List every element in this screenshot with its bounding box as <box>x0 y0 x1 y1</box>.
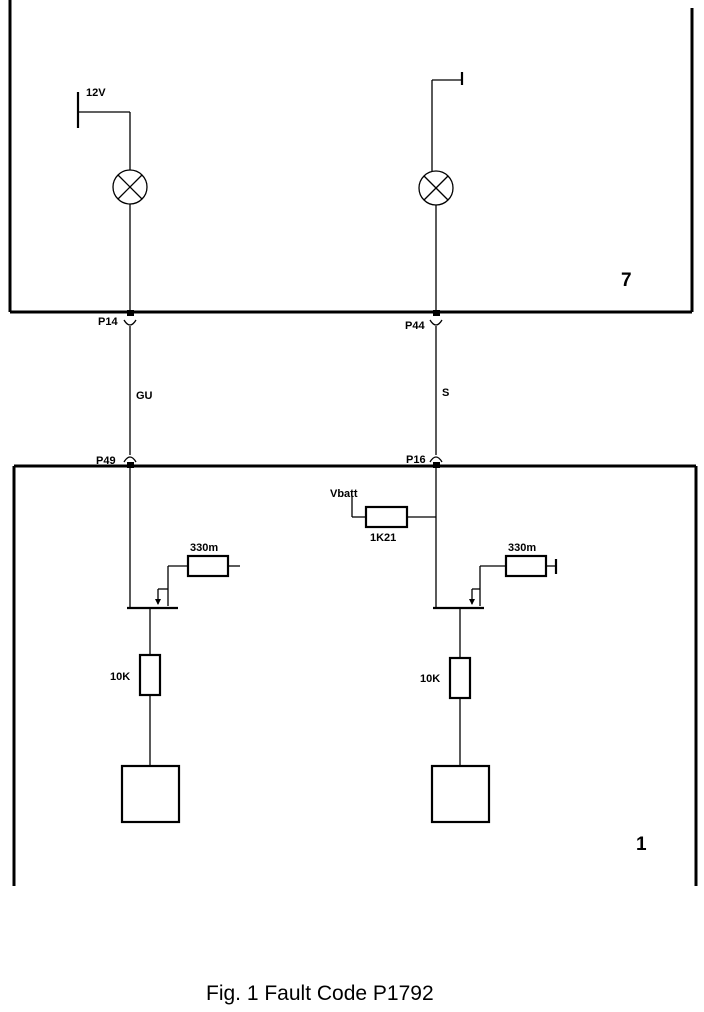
figure-caption: Fig. 1 Fault Code P1792 <box>206 982 434 1005</box>
module-1-outline <box>12 464 698 886</box>
right-lamp-circuit <box>418 72 464 312</box>
label-330m-right: 330m <box>508 542 536 554</box>
label-gu: GU <box>136 390 153 402</box>
module-1-number: 1 <box>636 834 647 855</box>
label-12v: 12V <box>86 87 106 99</box>
resistor-10k-right-icon <box>448 656 472 700</box>
label-10k-left: 10K <box>110 671 130 683</box>
connector-p44-icon <box>429 310 443 326</box>
label-p44: P44 <box>405 320 425 332</box>
lamp-left-icon <box>112 169 148 205</box>
resistor-330m-left-icon <box>186 554 230 578</box>
lamp-right-icon <box>418 170 454 206</box>
label-1k21: 1K21 <box>370 532 396 544</box>
resistor-10k-left-icon <box>138 653 162 697</box>
control-block-left <box>120 764 181 824</box>
resistor-330m-right-icon <box>504 554 548 578</box>
control-block-right <box>430 764 491 824</box>
label-p16: P16 <box>406 454 426 466</box>
connector-p14-icon <box>123 310 137 326</box>
left-lamp-circuit <box>76 92 148 312</box>
left-driver-circuit <box>120 468 240 824</box>
label-330m-left: 330m <box>190 542 218 554</box>
label-p14: P14 <box>98 316 118 328</box>
label-s: S <box>442 387 449 399</box>
module-7-outline <box>8 0 694 314</box>
module-7-number: 7 <box>621 270 632 291</box>
right-driver-circuit <box>351 468 558 824</box>
label-10k-right: 10K <box>420 673 440 685</box>
resistor-1k21-icon <box>364 505 409 529</box>
label-p49: P49 <box>96 455 116 467</box>
label-vbatt: Vbatt <box>330 488 358 500</box>
